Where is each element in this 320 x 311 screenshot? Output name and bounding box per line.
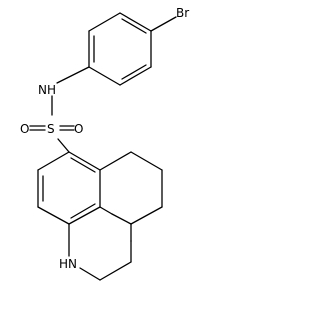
bond-c-n bbox=[56, 66, 90, 84]
ring-nh-label: HN bbox=[59, 257, 77, 271]
sulfonyl-oxygens bbox=[29, 125, 75, 131]
bond bbox=[99, 206, 113, 215]
bond-c-br bbox=[150, 16, 177, 32]
double-bond-inner bbox=[121, 64, 147, 80]
bromine-label: Br bbox=[176, 6, 189, 20]
double-bond-inner bbox=[121, 18, 147, 34]
bond bbox=[130, 151, 163, 171]
piperidine-ring bbox=[99, 151, 163, 242]
bond bbox=[119, 12, 152, 32]
bond-nh-c bbox=[79, 267, 101, 281]
bond-s-c bbox=[57, 138, 70, 153]
double-bond-inner bbox=[70, 157, 96, 173]
amine-nh-label: NH bbox=[38, 83, 56, 97]
oxygen-left-label: O bbox=[20, 122, 29, 136]
bond bbox=[88, 66, 121, 86]
bond bbox=[68, 206, 101, 225]
bond bbox=[99, 261, 132, 281]
bond bbox=[37, 206, 70, 225]
bromophenyl-ring bbox=[88, 12, 152, 86]
bond bbox=[88, 12, 121, 32]
double-bond-inner bbox=[70, 203, 96, 219]
bond bbox=[68, 151, 101, 171]
bond bbox=[130, 206, 163, 225]
bond bbox=[37, 151, 70, 171]
bond bbox=[119, 66, 152, 86]
benzo-ring bbox=[37, 151, 101, 225]
oxygen-right-label: O bbox=[74, 122, 83, 136]
bond bbox=[111, 213, 132, 225]
sulfur-label: S bbox=[47, 122, 55, 136]
molecule-diagram: Br NH S O O HN bbox=[20, 6, 189, 281]
bond bbox=[99, 151, 132, 171]
